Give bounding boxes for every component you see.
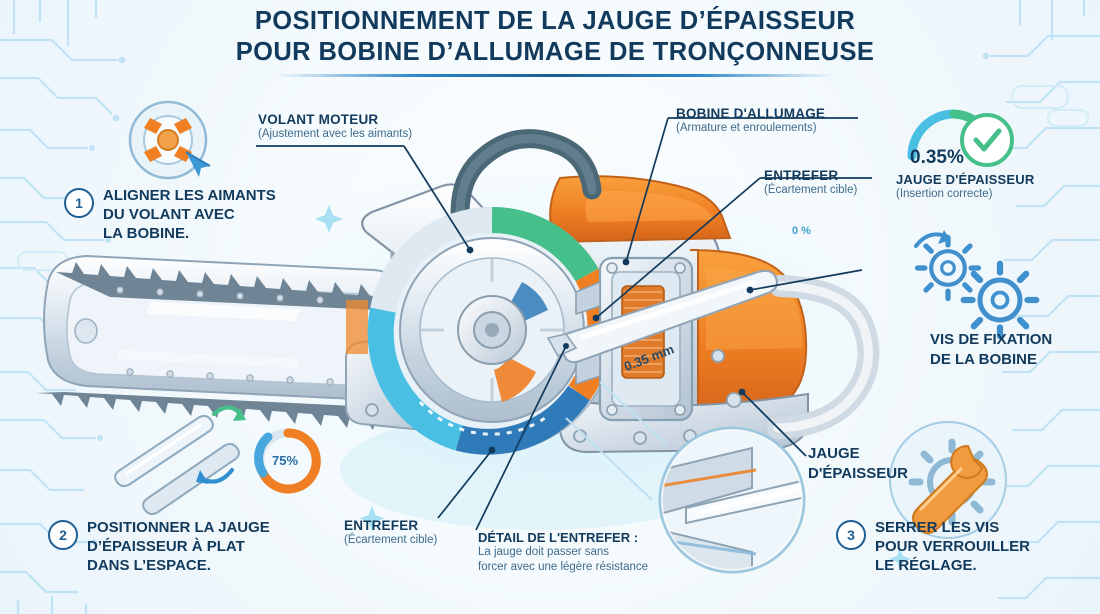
callout-flywheel-heading: VOLANT MOTEUR [258, 112, 379, 127]
feeler-gauge-blade [546, 269, 778, 364]
flywheel-icon [128, 100, 211, 180]
gauge-flat-icon [114, 405, 246, 516]
callout-airgap-bottom-heading: ENTREFER [344, 518, 419, 533]
gauge-panel-sub: (Insertion correcte) [896, 188, 993, 200]
gauge-value: 0.35% [910, 147, 964, 168]
callout-gauge: JAUGE D'ÉPAISSEUR [808, 444, 908, 484]
progress-donut-75 [254, 428, 321, 494]
callout-flywheel-sub: (Ajustement avec les aimants) [258, 128, 413, 140]
progress-small-label: 0 % [792, 225, 811, 237]
detail-note-line-1: La jauge doit passer sans [478, 546, 610, 558]
screws-label: VIS DE FIXATION DE LA BOBINE [930, 331, 1053, 368]
callout-airgap-bottom: ENTREFER (Écartement cible) [344, 518, 437, 546]
step-2-text: POSITIONNER LA JAUGE D’ÉPAISSEUR À PLAT … [87, 519, 270, 574]
callout-coil-heading: BOBINE D'ALLUMAGE [676, 106, 826, 121]
callout-airgap-top-heading: ENTREFER [764, 168, 839, 183]
step-3-text: SERRER LES VIS POUR VERROUILLER LE RÉGLA… [875, 519, 1031, 574]
progress-75-label: 75% [272, 453, 299, 468]
flywheel-assembly [367, 206, 615, 455]
step-1-text: ALIGNER LES AIMANTS DU VOLANT AVEC LA BO… [103, 187, 276, 242]
callout-gauge-sub: D'ÉPAISSEUR [808, 465, 908, 482]
title-underline [275, 74, 835, 77]
leader-lines [256, 117, 872, 531]
gauge-panel-title: JAUGE D'ÉPAISSEUR [896, 172, 1035, 187]
callout-airgap-bottom-sub: (Écartement cible) [344, 534, 438, 546]
title-line-1: POSITIONNEMENT DE LA JAUGE D’ÉPAISSEUR [254, 7, 856, 35]
page-title: POSITIONNEMENT DE LA JAUGE D’ÉPAISSEUR P… [205, 6, 905, 77]
step-1: 1 ALIGNER LES AIMANTS DU VOLANT AVEC LA … [64, 186, 314, 243]
callout-airgap-top: ENTREFER (Écartement cible) [764, 168, 857, 196]
step-2-number: 2 [48, 520, 78, 550]
detail-note: DÉTAIL DE L'ENTREFER : La jauge doit pas… [478, 530, 693, 575]
callout-airgap-top-sub: (Écartement cible) [764, 184, 858, 196]
callout-coil: BOBINE D'ALLUMAGE (Armature et enrouleme… [676, 106, 825, 134]
callout-flywheel: VOLANT MOTEUR (Ajustement avec les aiman… [258, 112, 412, 140]
detail-note-line-2: forcer avec une légère résistance [478, 561, 649, 573]
gears-icon [914, 230, 1040, 340]
title-line-2: POUR BOBINE D’ALLUMAGE DE TRONÇONNEUSE [235, 38, 875, 66]
validation-badge [907, 109, 1014, 167]
callout-coil-sub: (Armature et enroulements) [676, 122, 817, 134]
callout-gauge-heading: JAUGE [808, 445, 860, 462]
step-3: 3 SERRER LES VIS POUR VERROUILLER LE RÉG… [836, 518, 1086, 575]
step-3-number: 3 [836, 520, 866, 550]
detail-magnifier [565, 381, 806, 574]
step-2: 2 POSITIONNER LA JAUGE D’ÉPAISSEUR À PLA… [48, 518, 318, 575]
tools-icon [889, 421, 1007, 539]
detail-note-heading: DÉTAIL DE L'ENTREFER : [478, 530, 639, 545]
gauge-panel-labels: JAUGE D'ÉPAISSEUR (Insertion correcte) [896, 172, 1034, 200]
step-1-number: 1 [64, 188, 94, 218]
